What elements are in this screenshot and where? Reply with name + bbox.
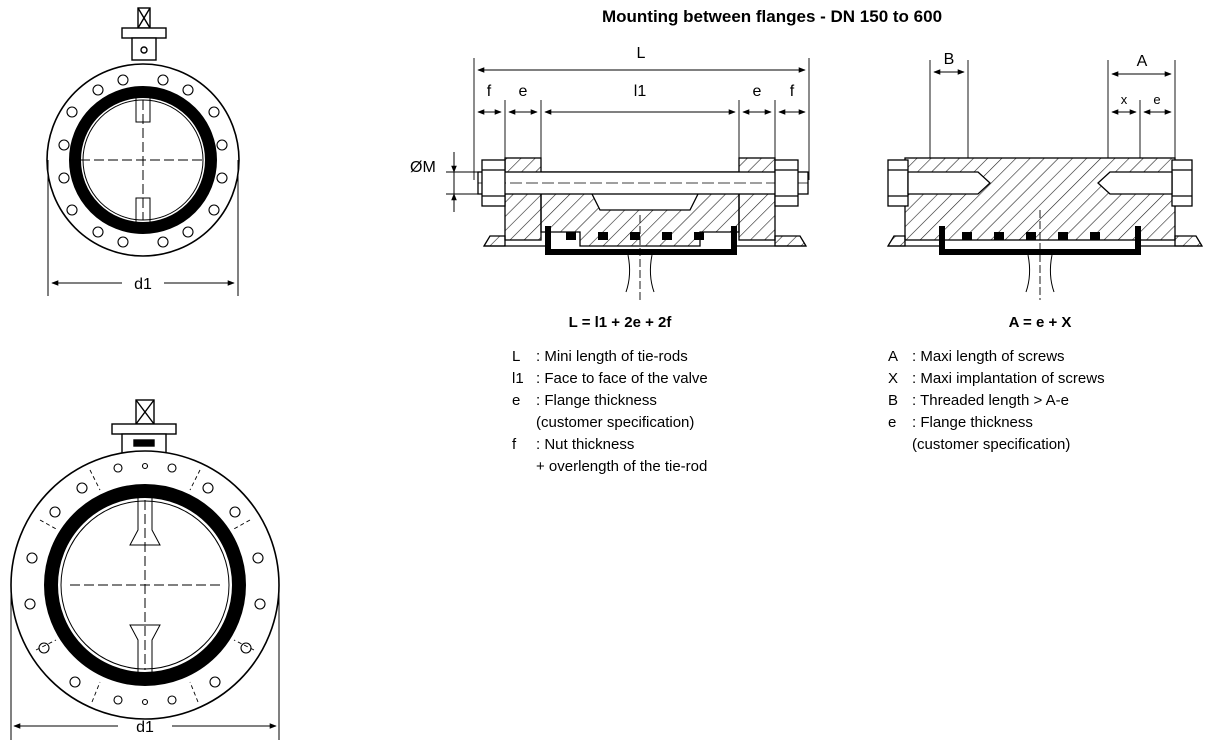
valve-front-view-large <box>10 399 280 740</box>
legend-key <box>512 412 536 434</box>
legend-row: e : Flange thickness <box>512 390 708 412</box>
tie-rod-section <box>446 58 810 300</box>
dim-l1: l1 <box>634 83 647 100</box>
legend-text: : Threaded length > A-e <box>912 392 1069 409</box>
legend-row: (customer specification) <box>512 412 708 434</box>
legend-key: l1 <box>512 370 524 387</box>
legend-key: f <box>512 436 517 453</box>
dim-e: e <box>1153 92 1160 107</box>
legend-key: B <box>888 392 899 409</box>
d1-label-small: d1 <box>134 276 152 293</box>
legend-text: + overlength of the tie-rod <box>536 458 708 475</box>
legend-key: L <box>512 348 521 365</box>
legend-row: + overlength of the tie-rod <box>512 456 708 478</box>
dim-f-left: f <box>487 83 492 100</box>
dim-e-right: e <box>753 83 762 100</box>
legend-key <box>888 434 912 456</box>
legend-row: e : Flange thickness <box>888 412 1105 434</box>
legend-key: e <box>888 414 897 431</box>
legend-row: l1 : Face to face of the valve <box>512 368 708 390</box>
screw-section <box>886 60 1204 300</box>
valve-front-view-small <box>46 7 240 296</box>
dim-e-left: e <box>519 83 528 100</box>
legend-text: : Face to face of the valve <box>536 370 708 387</box>
drawing-title: Mounting between flanges - DN 150 to 600 <box>602 7 942 26</box>
legend-text: : Mini length of tie-rods <box>536 348 688 365</box>
legend-key: e <box>512 392 521 409</box>
legend-row: f : Nut thickness <box>512 434 708 456</box>
legend-row: A : Maxi length of screws <box>888 346 1105 368</box>
dim-x: x <box>1121 92 1128 107</box>
dim-L: L <box>637 45 646 62</box>
legend-key: A <box>888 348 899 365</box>
dim-A: A <box>1137 53 1148 70</box>
legend-text: : Nut thickness <box>536 436 635 453</box>
legend-row: (customer specification) <box>888 434 1105 456</box>
dim-f-right: f <box>790 83 795 100</box>
legend-key <box>512 456 536 478</box>
legend-text: : Flange thickness <box>536 392 657 409</box>
legend-row: L : Mini length of tie-rods <box>512 346 708 368</box>
legend-row: B : Threaded length > A-e <box>888 390 1105 412</box>
legend-text: : Maxi implantation of screws <box>912 370 1105 387</box>
d1-label-large: d1 <box>136 719 154 736</box>
legend-key: X <box>888 370 899 387</box>
formula-screws: A = e + X <box>1009 314 1072 331</box>
legend-text: (customer specification) <box>536 414 695 431</box>
dim-diameter-M: ØM <box>410 159 436 176</box>
legend-text: (customer specification) <box>912 436 1071 453</box>
screw-legend: A : Maxi length of screws X : Maxi implant… <box>888 346 1105 456</box>
legend-text: : Flange thickness <box>912 414 1033 431</box>
tie-rod-legend: L : Mini length of tie-rods l1 : Face to f… <box>512 346 708 478</box>
dim-B: B <box>944 51 955 68</box>
formula-tie-rod: L = l1 + 2e + 2f <box>569 314 673 331</box>
legend-text: : Maxi length of screws <box>912 348 1065 365</box>
legend-row: X : Maxi implantation of screws <box>888 368 1105 390</box>
